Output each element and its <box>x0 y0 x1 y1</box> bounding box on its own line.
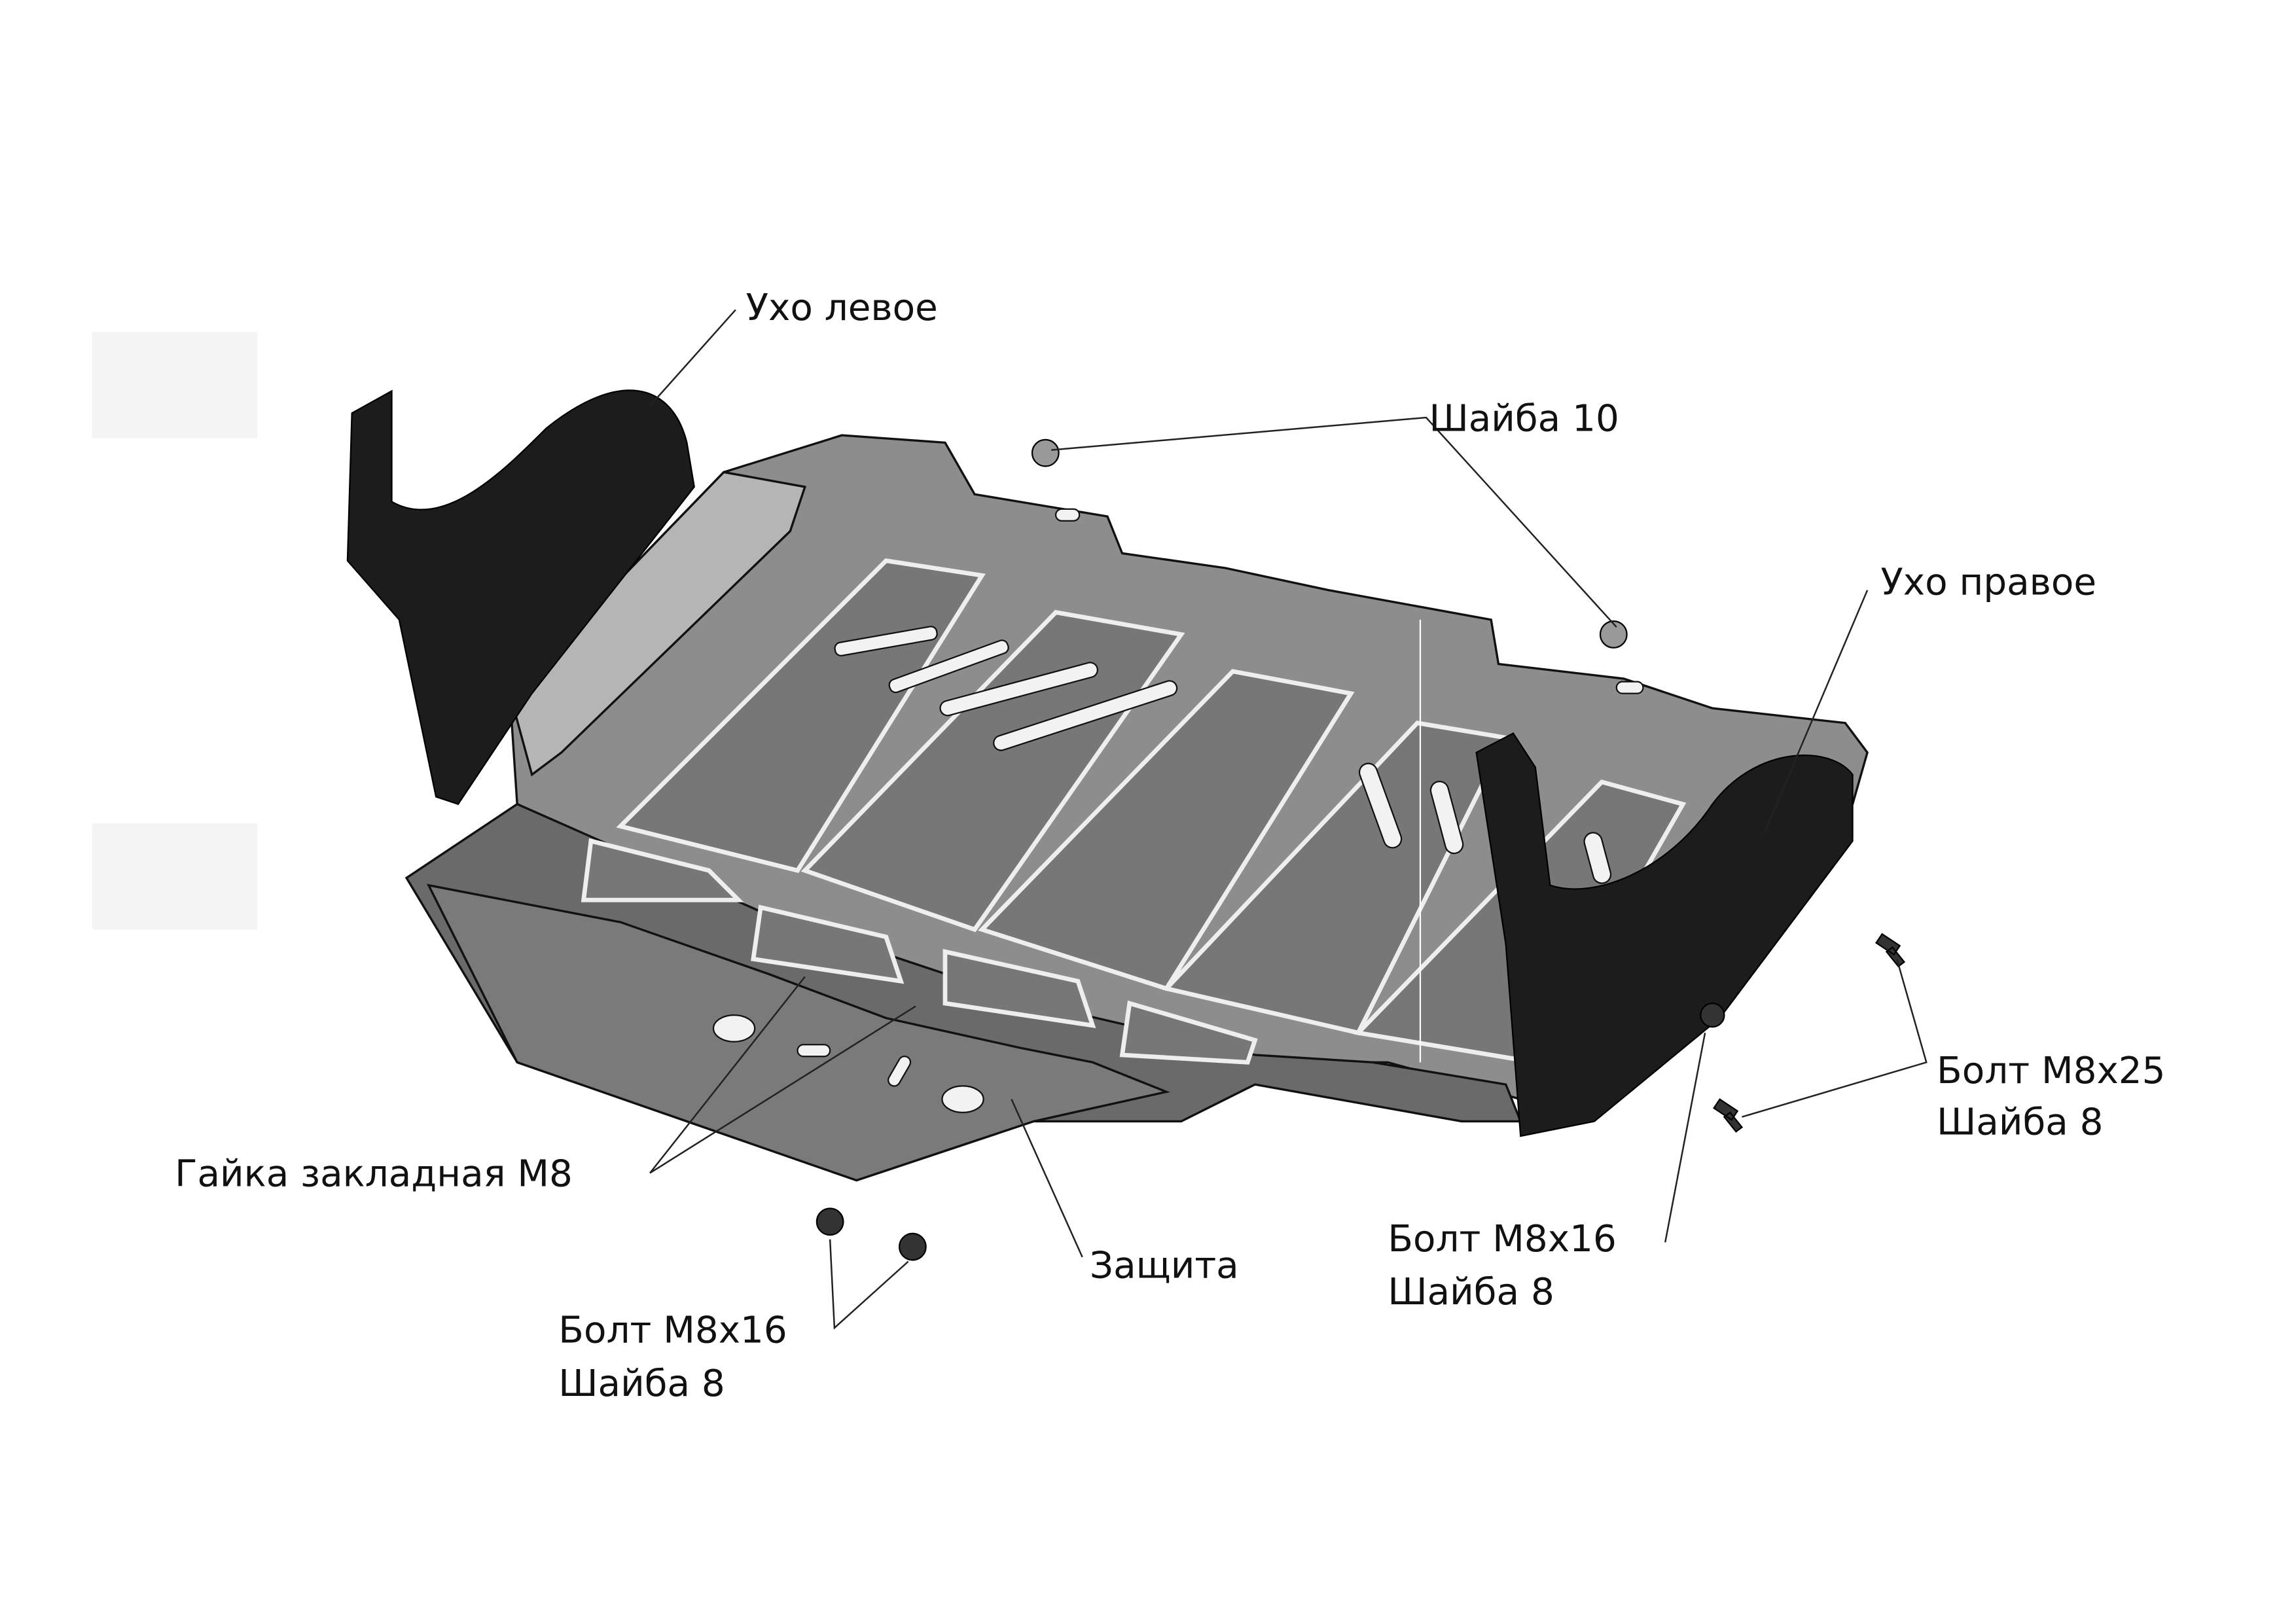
label-bolt-m8x16-left-washer: Шайба 8 <box>558 1363 725 1405</box>
leader-lines <box>649 309 1928 1330</box>
recess <box>800 609 1185 933</box>
bolt-m8x25 <box>1875 933 1906 968</box>
label-bolt-m8x25-washer: Шайба 8 <box>1937 1101 2104 1144</box>
washer-10 <box>1599 620 1628 649</box>
label-left-ear: Ухо левое <box>746 287 938 329</box>
left-ear <box>346 389 695 806</box>
label-bolt-m8x16-right: Болт M8x16 <box>1388 1218 1616 1260</box>
bolt-m8x16 <box>1700 1002 1725 1028</box>
label-right-ear: Ухо правое <box>1880 562 2096 604</box>
label-bolt-m8x16-right-washer: Шайба 8 <box>1388 1271 1554 1313</box>
bg-patch <box>92 332 258 438</box>
recess <box>942 948 1096 1029</box>
label-bolt-m8x16-left: Болт M8x16 <box>558 1310 787 1352</box>
label-insert-nut: Гайка закладная M8 <box>175 1153 573 1196</box>
bolt-m8x16 <box>898 1232 927 1261</box>
bolt-m8x16 <box>816 1207 844 1236</box>
right-ear <box>1475 732 1854 1137</box>
label-washer-10: Шайба 10 <box>1429 397 1619 440</box>
recess <box>581 838 744 902</box>
bolt-m8x25 <box>1713 1098 1744 1133</box>
washer-10 <box>1031 438 1060 467</box>
bg-patch <box>92 823 258 930</box>
label-bolt-m8x25: Болт M8x25 <box>1937 1050 2165 1092</box>
recess <box>751 904 905 984</box>
label-guard: Защита <box>1090 1244 1239 1287</box>
recess <box>1119 1000 1258 1065</box>
